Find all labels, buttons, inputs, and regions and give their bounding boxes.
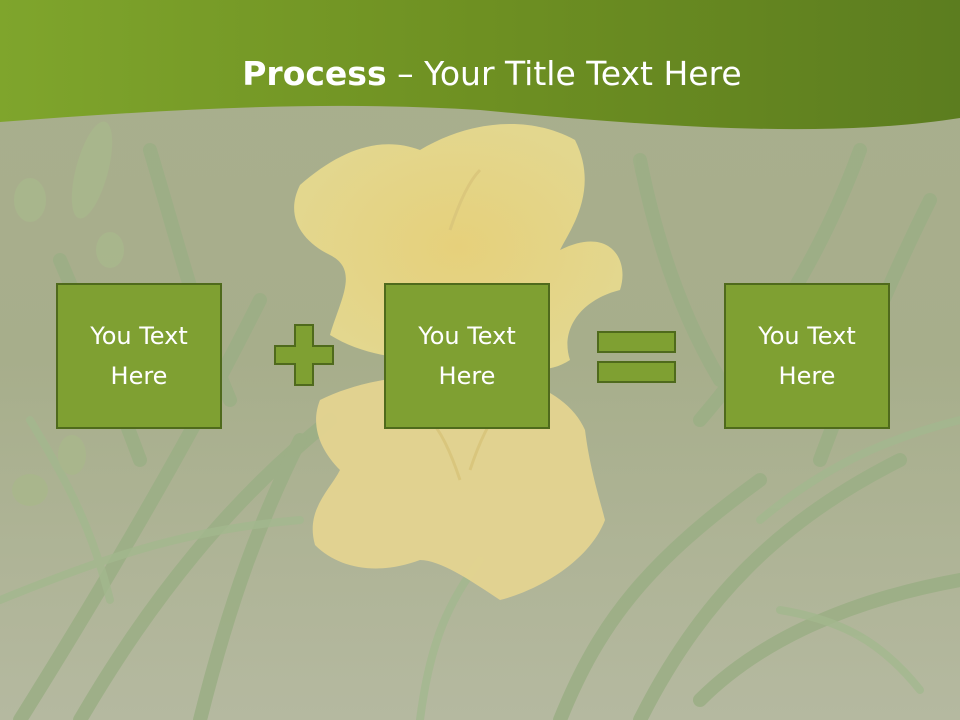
title-text: Your Title Text Here xyxy=(424,54,742,93)
process-box-3-label: You Text Here xyxy=(758,322,856,390)
page-title: Process – Your Title Text Here xyxy=(0,50,960,98)
process-box-1[interactable]: You Text Here xyxy=(56,283,222,429)
process-box-3[interactable]: You Text Here xyxy=(724,283,890,429)
header-band xyxy=(0,0,960,130)
title-separator: – xyxy=(397,54,414,93)
process-box-1-label: You Text Here xyxy=(90,322,188,390)
plus-icon xyxy=(273,323,335,387)
title-bold: Process xyxy=(242,54,387,93)
process-box-2-label: You Text Here xyxy=(418,322,516,390)
process-box-2[interactable]: You Text Here xyxy=(384,283,550,429)
equals-icon xyxy=(597,331,677,385)
